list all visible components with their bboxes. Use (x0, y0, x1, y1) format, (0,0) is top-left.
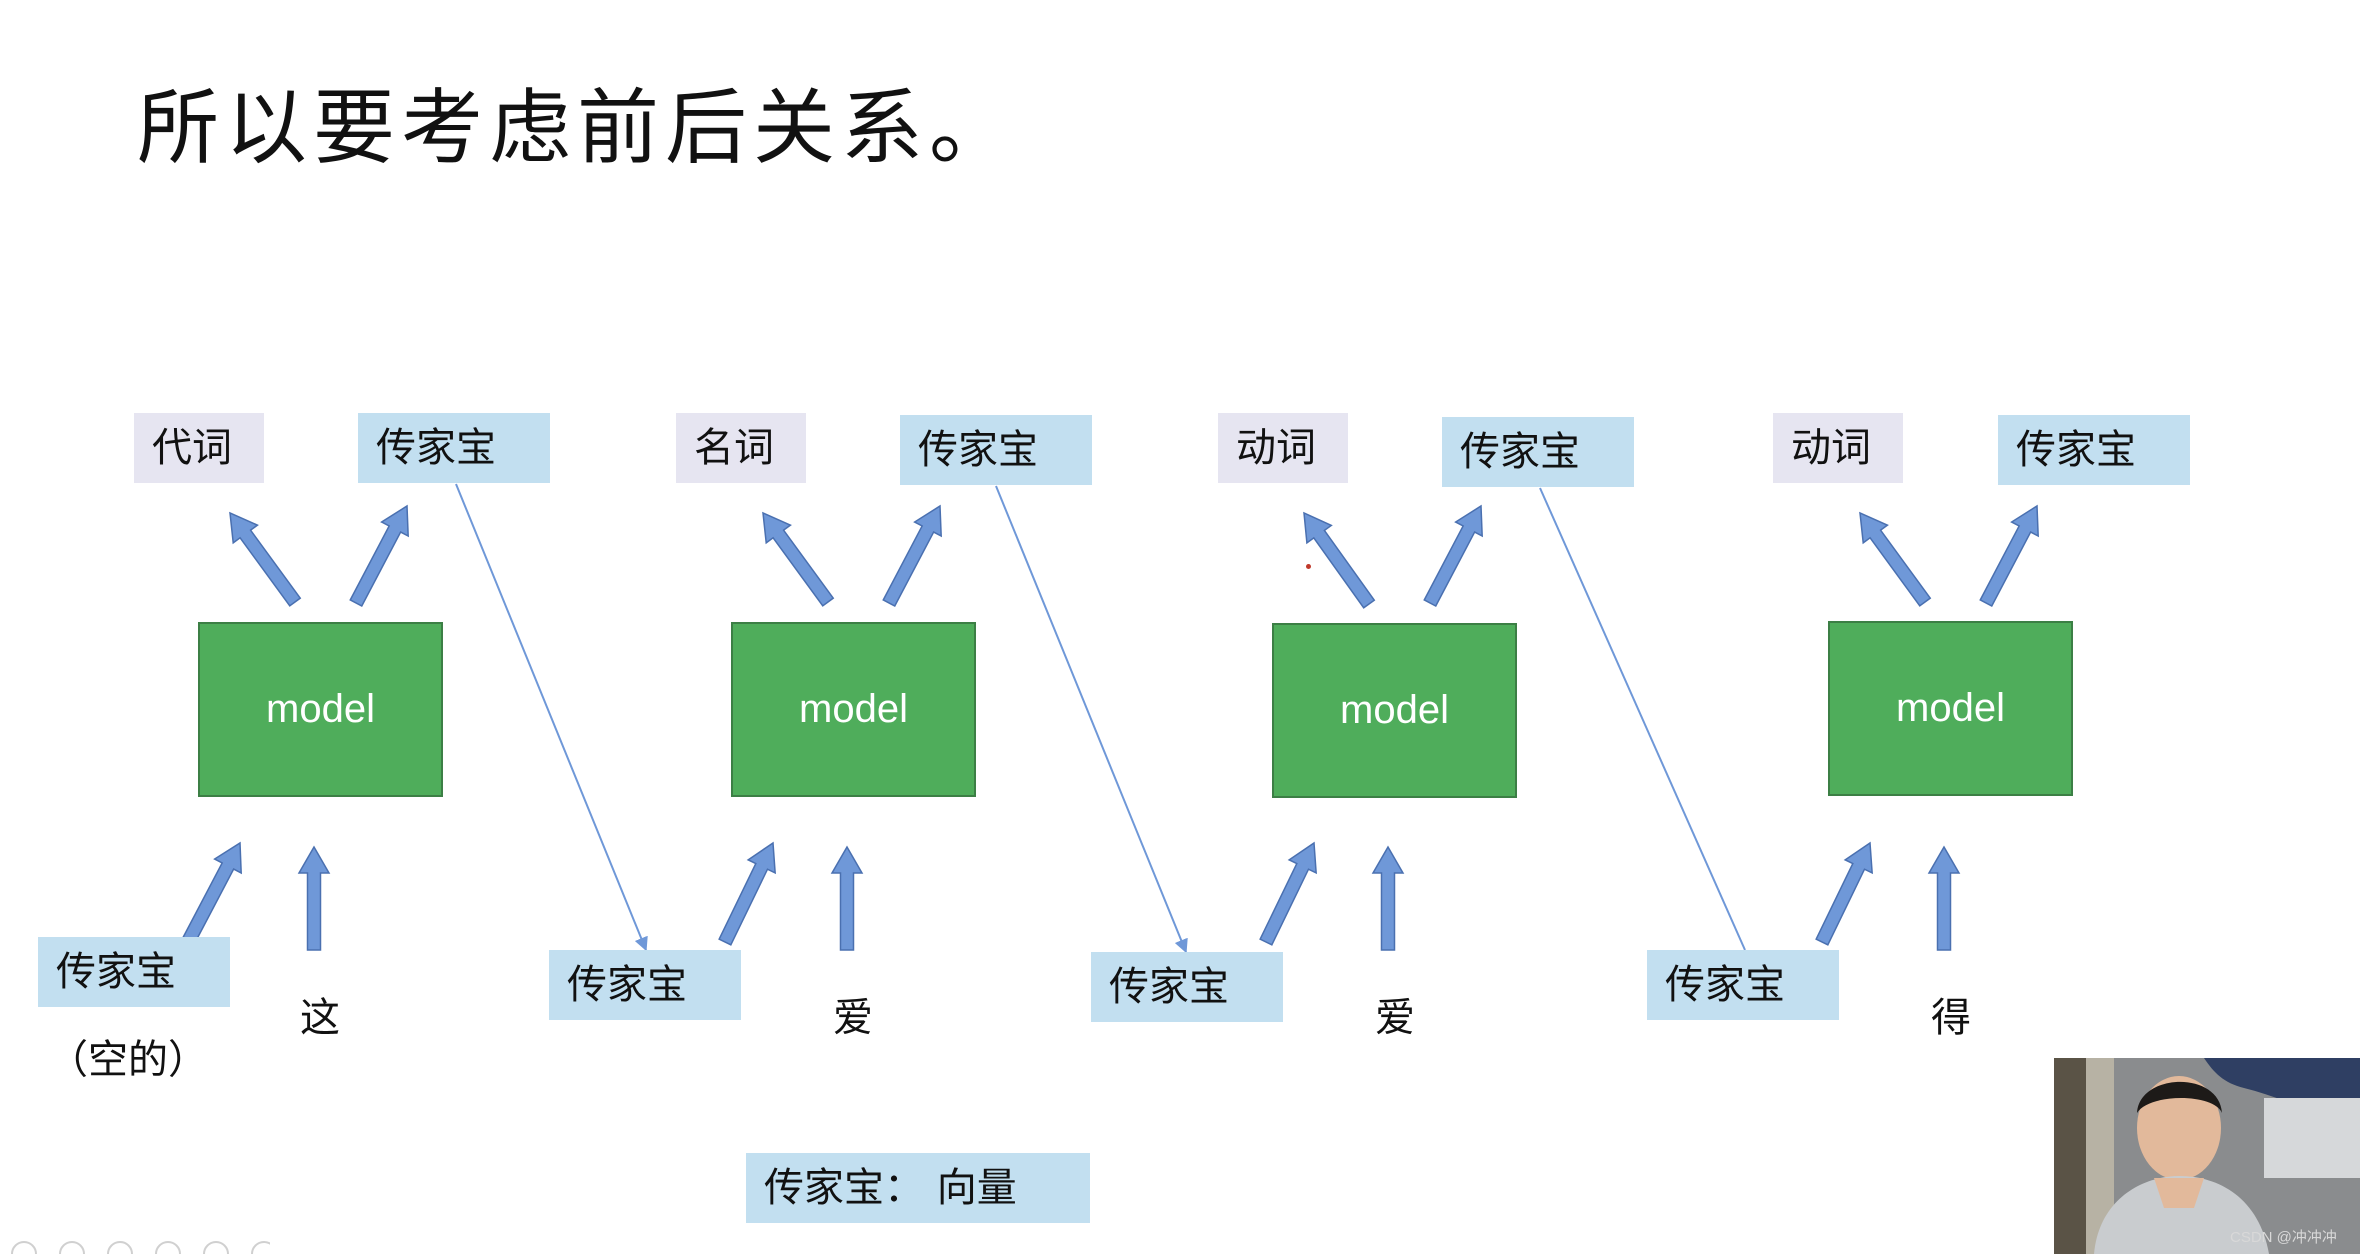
input-word-step-2: 爱 (833, 995, 873, 1041)
state-pass-line-2 (995, 485, 1188, 954)
slide-progress-dots (11, 1241, 270, 1254)
state-in-step-3: 传家宝 (1091, 952, 1283, 1022)
pos-label-step-4: 动词 (1773, 413, 1903, 483)
state-out-step-2: 传家宝 (900, 415, 1092, 485)
arrow-to-pos-label-step-3 (1303, 511, 1376, 609)
arrow-to-pos-label-step-4 (1859, 511, 1932, 607)
pointer-dot (1306, 564, 1311, 569)
slide-title: 所以要考虑前后关系。 (137, 81, 1018, 176)
state-in-step-4: 传家宝 (1647, 950, 1839, 1020)
model-box-step-3: model (1272, 623, 1517, 798)
state-pass-line-1 (455, 483, 648, 952)
arrow-to-pos-label-step-1 (229, 511, 302, 607)
model-box-step-4: model (1828, 621, 2073, 796)
state-out-step-3: 传家宝 (1442, 417, 1634, 487)
arrow-to-state-out-step-2 (882, 504, 942, 608)
arrow-from-state-in-step-4 (1815, 841, 1873, 946)
pos-label-step-1: 代词 (134, 413, 264, 483)
csdn-watermark: CSDN @冲冲冲 (2230, 1229, 2337, 1246)
state-in-step-2: 传家宝 (549, 950, 741, 1020)
arrow-from-state-in-step-2 (718, 841, 776, 946)
state-out-step-1: 传家宝 (358, 413, 550, 483)
arrow-to-state-out-step-4 (1979, 504, 2039, 608)
presenter-webcam (2054, 1058, 2360, 1254)
pos-label-step-3: 动词 (1218, 413, 1348, 483)
arrow-to-state-out-step-3 (1423, 504, 1483, 608)
arrow-from-word-step-4 (1927, 845, 1961, 951)
input-word-step-4: 得 (1931, 995, 1971, 1041)
arrow-from-word-step-2 (830, 845, 864, 951)
model-box-step-1: model (198, 622, 443, 797)
arrow-to-pos-label-step-2 (762, 511, 835, 607)
pos-label-step-2: 名词 (676, 413, 806, 483)
arrow-to-state-out-step-1 (349, 504, 409, 608)
arrow-from-word-step-3 (1371, 845, 1405, 951)
model-box-step-2: model (731, 622, 976, 797)
state-pass-line-3 (1539, 487, 1746, 951)
arrow-from-word-step-1 (297, 845, 331, 951)
input-word-step-1: 这 (300, 995, 340, 1041)
state-out-step-4: 传家宝 (1998, 415, 2190, 485)
legend-box: 传家宝： 向量 (746, 1153, 1090, 1223)
input-word-step-3: 爱 (1375, 995, 1415, 1041)
arrow-from-state-in-step-1 (181, 841, 242, 947)
arrow-from-state-in-step-3 (1259, 841, 1317, 946)
state-in-step-1: 传家宝 (38, 937, 230, 1007)
empty-state-note: （空的） (48, 1037, 208, 1083)
